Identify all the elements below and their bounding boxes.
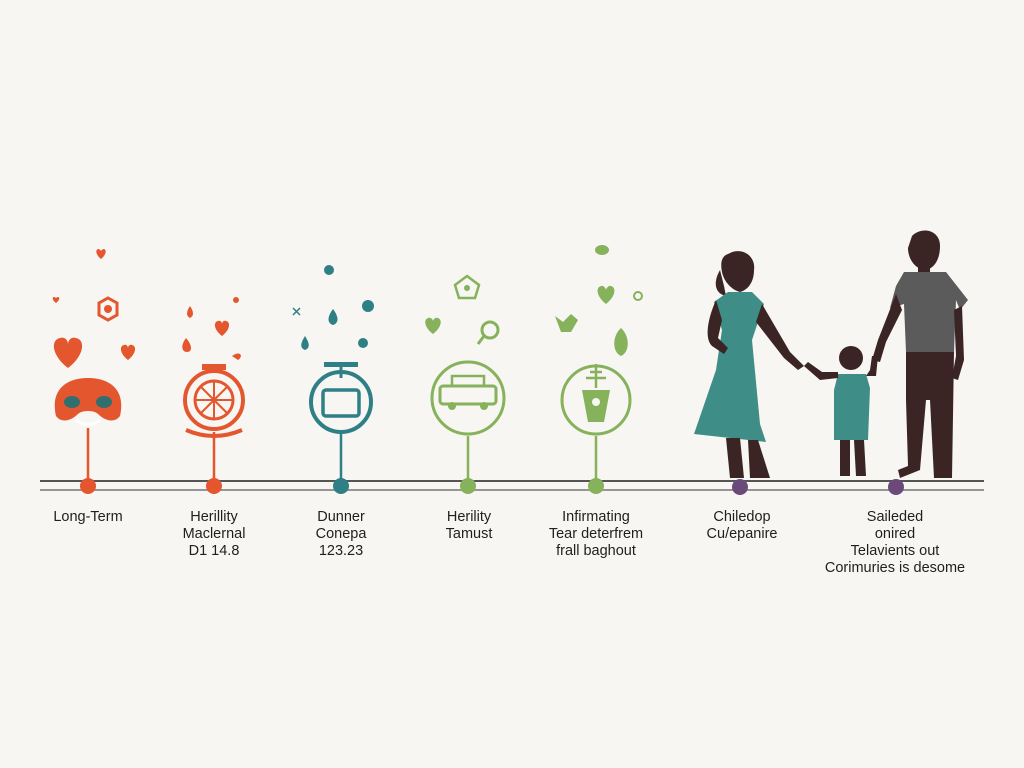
drop-icon: [187, 306, 193, 318]
timeline-node-4: [460, 478, 476, 494]
heart-icon: [214, 320, 230, 336]
child-silhouette: [804, 346, 878, 476]
wheel-icon: [183, 364, 245, 438]
timeline-node-7: [888, 479, 904, 495]
stage-2-icon-group: [182, 297, 245, 494]
plant-pot-icon: [560, 364, 632, 436]
leaf-icon: [232, 353, 241, 360]
stage-label-line: Infirmating: [562, 509, 630, 525]
heart-icon: [597, 285, 615, 304]
stage-label-line: Herility: [446, 509, 492, 525]
stage-label-4: Herility Tamust: [384, 509, 554, 543]
vehicle-icon: [430, 360, 506, 436]
stage-label-line: Dunner: [317, 509, 365, 525]
stage-label-5: Infirmating Tear deterfrem frall baghout: [511, 509, 681, 560]
stage-label-line: Corimuries is desome: [824, 560, 966, 576]
stage-label-line: Chiledop: [713, 509, 771, 525]
dot-icon: [324, 265, 334, 275]
stage-label-line: Maclernal: [182, 526, 246, 542]
stage-label-line: frall baghout: [556, 543, 636, 559]
heart-icon: [52, 297, 60, 303]
heart-icon: [120, 344, 136, 360]
dot-icon: [233, 297, 239, 303]
stage-label-7: Saileded onired Telavients out Corimurie…: [800, 509, 990, 577]
dot-icon: [358, 338, 368, 348]
stage-label-line: D1 14.8: [188, 543, 240, 559]
frame-icon: [309, 362, 373, 434]
stage-label-line: Cu/epanire: [706, 526, 778, 542]
dot-icon: [595, 245, 609, 255]
stage-label-line: 123.23: [318, 543, 364, 559]
magnifier-icon: [476, 320, 500, 345]
heart-icon: [53, 337, 83, 368]
stage-label-line: onired: [874, 526, 916, 542]
pentagon-badge-icon: [453, 274, 481, 300]
stage-label-6: Chiledop Cu/epanire: [657, 509, 827, 543]
stage-1-icon-group: [52, 249, 136, 494]
stage-label-line: Conepa: [315, 526, 367, 542]
stage-label-line: Long-Term: [53, 509, 123, 525]
drop-icon: [301, 336, 309, 350]
timeline-node-6: [732, 479, 748, 495]
leaf-icon: [614, 328, 628, 356]
small-gear-icon: [633, 291, 643, 301]
stage-5-icon-group: [555, 245, 643, 494]
dot-icon: [362, 300, 374, 312]
man-silhouette: [872, 230, 968, 478]
stage-3-icon-group: [292, 265, 374, 494]
heart-icon: [96, 249, 106, 259]
close-icon: [292, 307, 301, 316]
heart-icon: [425, 317, 441, 334]
gear-icon: [97, 296, 119, 322]
stage-label-line: Telavients out: [850, 543, 940, 559]
drop-icon: [182, 338, 191, 352]
timeline-node-2: [206, 478, 222, 494]
stage-label-line: Tear deterfrem: [548, 526, 644, 542]
timeline-node-5: [588, 478, 604, 494]
flower-icon: [555, 314, 578, 332]
stage-label-1: Long-Term: [3, 509, 173, 526]
timeline-node-1: [80, 478, 96, 494]
stage-label-line: Tamust: [445, 526, 493, 542]
face-mask-icon: [54, 378, 122, 427]
stage-label-3: Dunner Conepa 123.23: [256, 509, 426, 560]
stage-label-line: Saileded: [866, 509, 924, 525]
stage-label-line: Herillity: [190, 509, 238, 525]
stage-label-2: Herillity Maclernal D1 14.8: [129, 509, 299, 560]
stage-6-group: [694, 251, 804, 495]
drop-icon: [328, 309, 338, 325]
timeline-node-3: [333, 478, 349, 494]
stage-7-group: [804, 230, 968, 495]
stage-4-icon-group: [425, 274, 506, 494]
woman-silhouette: [694, 251, 804, 478]
